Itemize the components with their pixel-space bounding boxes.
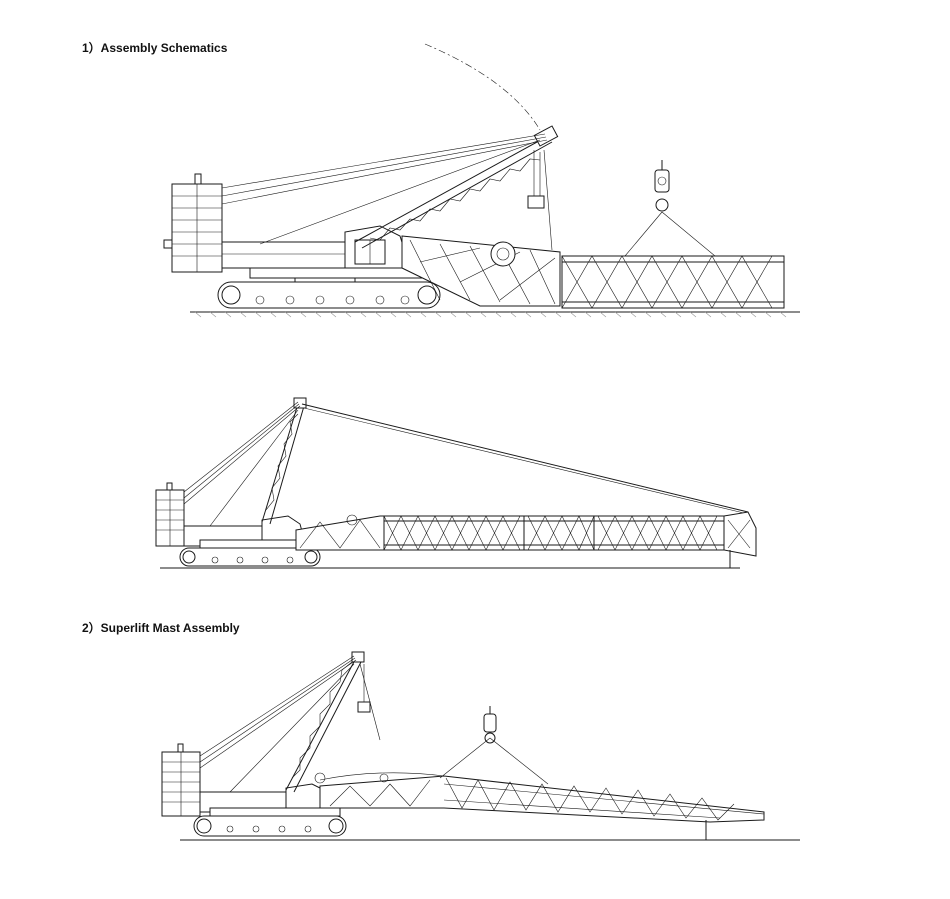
ground-line: [190, 311, 800, 318]
crawler-track: [217, 281, 441, 309]
lattice-boom-inserts: [383, 515, 725, 551]
drawing-mast-raised-boom-section-lift: [163, 43, 800, 318]
pendant-lines: [199, 655, 357, 793]
counterweight-stack: [155, 482, 185, 547]
hanging-block-tackle: [357, 663, 381, 741]
drawing-superlift-mast-assembly: [161, 651, 800, 841]
hook-block: [654, 160, 670, 212]
drawing-boom-assembled-on-ground: [155, 397, 757, 569]
section-heading-superlift-mast-assembly: 2）Superlift Mast Assembly: [82, 621, 240, 635]
mast: [261, 397, 307, 525]
pendant-lines: [221, 133, 548, 245]
lifting-slings: [439, 737, 549, 785]
mast: [354, 125, 559, 249]
mast: [285, 651, 365, 793]
hanging-block-tackle: [527, 149, 553, 251]
lifting-slings: [624, 211, 716, 257]
boom-pendant: [301, 403, 749, 515]
hook-block: [483, 706, 497, 744]
lattice-boom-insert: [561, 255, 785, 309]
mast-swing-arc: [424, 43, 541, 131]
carbody-and-superstructure: [199, 783, 341, 817]
boom-tip-section: [723, 511, 757, 568]
boom-base-section: [401, 235, 561, 307]
pendant-lines: [183, 401, 301, 527]
crawler-track: [193, 815, 347, 837]
superlift-mast-on-ground: [314, 772, 765, 840]
counterweight-stack: [163, 173, 223, 273]
boom-base-section: [295, 514, 385, 551]
carbody-and-superstructure: [183, 515, 321, 549]
counterweight-stack: [161, 743, 201, 817]
carbody-and-superstructure: [221, 225, 426, 289]
section-heading-assembly-schematics: 1）Assembly Schematics: [82, 41, 228, 55]
crawler-track: [179, 547, 321, 567]
